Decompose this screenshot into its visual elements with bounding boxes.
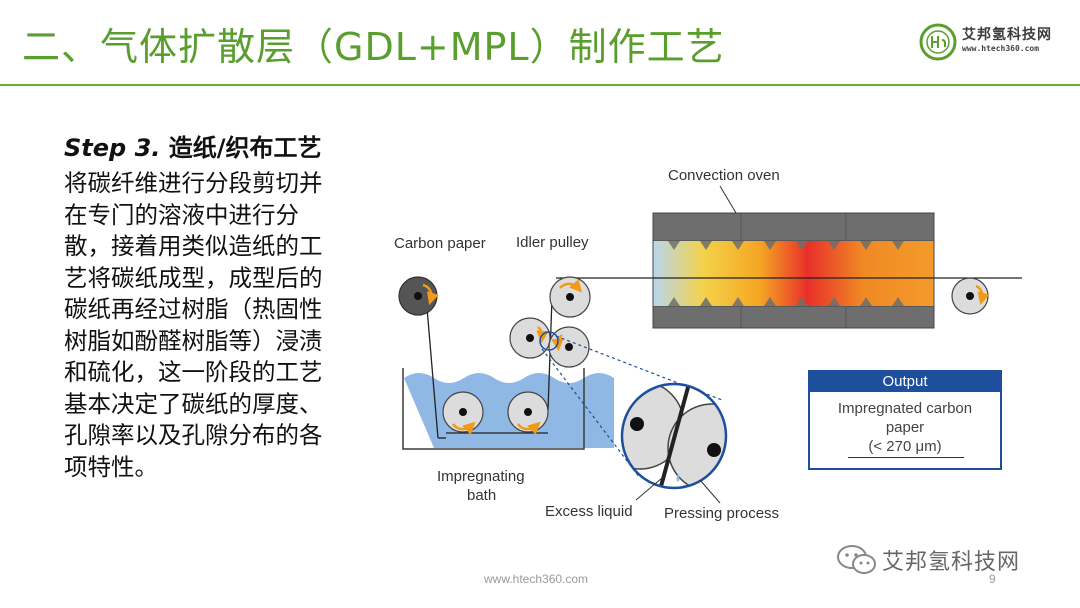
convection-oven [652, 185, 935, 329]
footer-url: www.htech360.com [484, 572, 589, 586]
pressing-zoom-view [620, 382, 728, 490]
carbon-paper-roll [398, 276, 439, 316]
idler-pulley [549, 276, 591, 318]
label-impregnating-bath-2: bath [467, 487, 496, 504]
wechat-icon [837, 545, 876, 574]
step-heading: Step 3. 造纸/织布工艺 [64, 128, 322, 163]
step-label: Step 3. [64, 134, 161, 162]
output-line-2: paper [885, 419, 925, 436]
wechat-watermark: 艾邦氢科技网 [836, 540, 1056, 580]
output-underline [848, 457, 964, 458]
company-logo: 艾邦氢科技网 www.htech360.com [918, 20, 1068, 66]
step-title: 造纸/织布工艺 [168, 134, 322, 162]
logo-name: 艾邦氢科技网 [962, 27, 1052, 43]
logo-emblem-icon [919, 23, 957, 61]
label-convection-oven: Convection oven [668, 167, 780, 184]
output-header: Output [810, 372, 1000, 392]
output-roll [951, 277, 990, 315]
step-description: 将碳纤维进行分段剪切并在专门的溶液中进行分散，接着用类似造纸的工艺将碳纸成型，成… [64, 169, 323, 481]
bath-roller-left [442, 391, 484, 435]
page-title: 二、气体扩散层（GDL+MPL）制作工艺 [22, 25, 725, 69]
label-idler-pulley: Idler pulley [516, 234, 589, 251]
excess-liquid-leader [635, 477, 663, 501]
output-line-3: (< 270 μm) [868, 438, 942, 455]
output-line-1: Impregnated carbon [837, 400, 973, 417]
logo-url: www.htech360.com [962, 44, 1040, 53]
pressing-rollers [509, 317, 590, 368]
page-number: 9 [989, 572, 996, 586]
label-impregnating-bath-1: Impregnating [437, 468, 525, 485]
label-excess-liquid: Excess liquid [545, 503, 633, 520]
label-carbon-paper: Carbon paper [394, 235, 486, 252]
watermark-text: 艾邦氢科技网 [882, 550, 1021, 575]
bath-roller-right [507, 391, 549, 435]
label-pressing-process: Pressing process [664, 505, 779, 522]
pressing-process-leader [699, 479, 721, 504]
header-divider [0, 84, 1080, 86]
output-box: Output Impregnated carbon paper (< 270 μ… [808, 370, 1002, 470]
